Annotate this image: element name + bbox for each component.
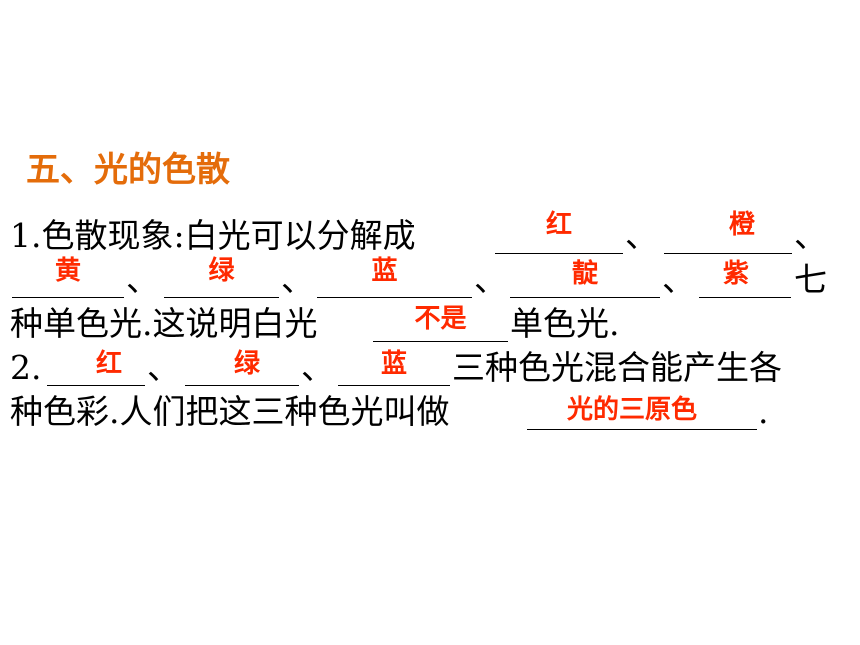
answer-red: 红 xyxy=(545,210,572,240)
answer-violet: 紫 xyxy=(722,259,749,289)
separator: 、 xyxy=(474,260,507,299)
blank-orange[interactable] xyxy=(664,253,792,254)
separator: 、 xyxy=(301,348,334,387)
q1-line3-end: 单色光. xyxy=(510,304,620,343)
answer-primary-colors: 光的三原色 xyxy=(566,395,697,425)
blank-primary-colors[interactable] xyxy=(527,429,757,430)
blank-green[interactable] xyxy=(164,297,279,298)
separator: 、 xyxy=(625,216,658,255)
separator: 、 xyxy=(147,348,180,387)
q1-line2-end: 七 xyxy=(794,260,827,299)
blank-q2-green[interactable] xyxy=(185,385,299,386)
q2-line2-end: . xyxy=(758,392,769,431)
blank-blue[interactable] xyxy=(317,297,472,298)
blank-yellow[interactable] xyxy=(12,297,124,298)
blank-not-is[interactable] xyxy=(373,341,508,342)
answer-indigo: 靛 xyxy=(571,259,598,289)
answer-q2-red: 红 xyxy=(95,349,122,379)
answer-q2-green: 绿 xyxy=(233,349,260,379)
answer-orange: 橙 xyxy=(728,210,755,240)
q2-line1-end: 三种色光混合能产生各 xyxy=(452,348,782,387)
separator: 、 xyxy=(126,260,159,299)
answer-blue: 蓝 xyxy=(371,256,398,286)
answer-q2-blue: 蓝 xyxy=(380,349,407,379)
blank-indigo[interactable] xyxy=(510,297,660,298)
q2-line2-start: 种色彩.人们把这三种色光叫做 xyxy=(10,392,450,431)
separator: 、 xyxy=(662,260,695,299)
q1-line3-start: 种单色光.这说明白光 xyxy=(10,304,318,343)
q1-line1-text: 1.色散现象:白光可以分解成 xyxy=(10,216,416,255)
answer-green: 绿 xyxy=(208,256,235,286)
answer-not-is: 不是 xyxy=(414,304,467,334)
answer-yellow: 黄 xyxy=(54,256,81,286)
blank-violet[interactable] xyxy=(699,297,791,298)
blank-q2-red[interactable] xyxy=(47,385,145,386)
blank-q2-blue[interactable] xyxy=(338,385,450,386)
q2-number: 2. xyxy=(10,348,42,387)
blank-red[interactable] xyxy=(495,253,623,254)
separator: 、 xyxy=(281,260,314,299)
separator: 、 xyxy=(794,216,827,255)
section-heading: 五、光的色散 xyxy=(26,150,230,190)
